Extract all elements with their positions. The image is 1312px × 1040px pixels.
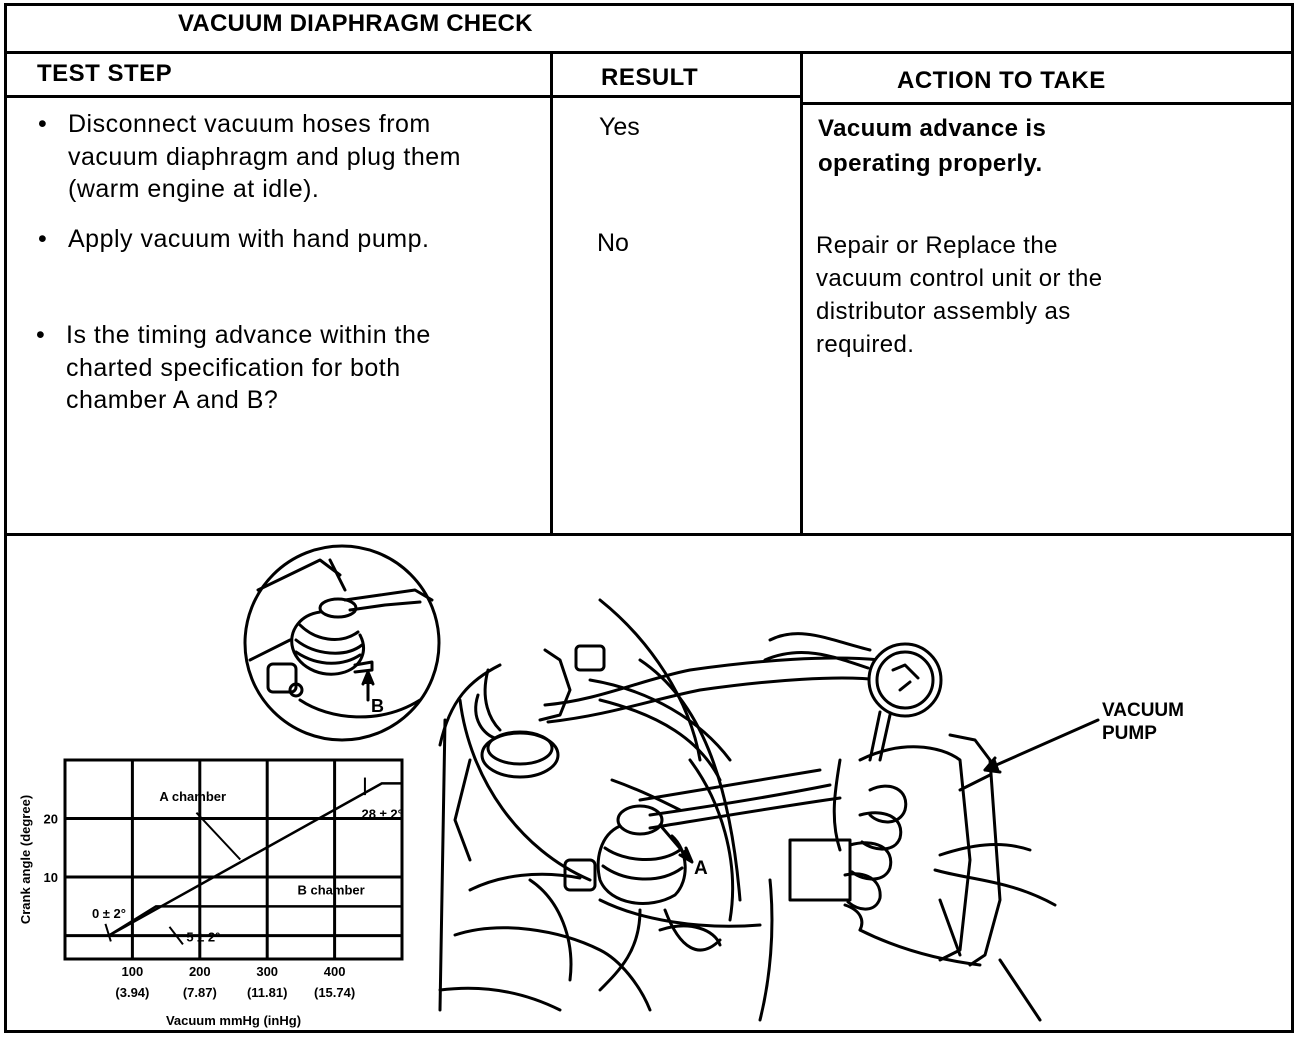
action-line: distributor assembly as	[816, 298, 1071, 325]
chart-series-line	[108, 782, 402, 937]
vacuum-gauge-icon	[867, 642, 943, 762]
chart-annotation: B chamber	[298, 883, 365, 898]
hand-drawing	[438, 872, 652, 1012]
step-line: (warm engine at idle).	[68, 175, 320, 203]
bullet-icon: •	[38, 110, 48, 138]
chart-annotation: A chamber	[159, 789, 226, 804]
header-divider-left	[4, 95, 802, 98]
action-yes: Vacuum advance is operating properly.	[818, 111, 1046, 181]
pump-callout-arrow	[983, 718, 1100, 774]
vacuum-diaphragm	[563, 804, 722, 992]
callout-vacuum-pump-line-2: PUMP	[1102, 723, 1157, 744]
chart-annotation: 0 ± 2°	[92, 906, 126, 921]
action-line: required.	[816, 331, 915, 358]
chart-annotation: 5 ± 2°	[186, 929, 220, 944]
action-line: Vacuum advance is	[818, 115, 1047, 142]
column-divider-1	[550, 51, 553, 535]
result-no: No	[597, 229, 629, 257]
step-line: charted specification for both	[66, 353, 401, 382]
table-bottom-divider	[4, 533, 1294, 536]
chart-leader-line	[195, 811, 241, 861]
action-line: Repair or Replace the	[816, 232, 1058, 259]
chart-y-tick-label: 10	[44, 870, 58, 885]
chart-x-axis-label: Vacuum mmHg (inHg)	[166, 1013, 301, 1028]
chart-x-tick-sublabel: (3.94)	[115, 985, 149, 1000]
action-line: operating properly.	[818, 150, 1043, 177]
step-line: Disconnect vacuum hoses from	[68, 110, 431, 138]
column-header-action: ACTION TO TAKE	[897, 67, 1106, 94]
callout-a: A	[694, 858, 708, 879]
chart-x-tick-sublabel: (7.87)	[183, 985, 217, 1000]
header-divider-right	[802, 102, 1294, 105]
column-header-result: RESULT	[601, 64, 699, 91]
chart-series-line	[108, 905, 402, 937]
bullet-icon: •	[36, 321, 46, 349]
column-divider-2	[800, 51, 803, 535]
chart-y-tick-label: 20	[44, 812, 58, 827]
chart-x-tick-label: 100	[122, 964, 144, 979]
bullet-icon: •	[38, 225, 48, 253]
chart-x-tick-label: 400	[324, 964, 346, 979]
action-no: Repair or Replace the vacuum control uni…	[816, 229, 1103, 361]
chart-leader-line	[104, 923, 112, 942]
chart-plot-frame	[63, 758, 404, 961]
step-line: Apply vacuum with hand pump.	[68, 225, 430, 253]
chart-x-tick-sublabel: (15.74)	[314, 985, 355, 1000]
test-step-2: • Apply vacuum with hand pump.	[38, 223, 430, 256]
chart-y-axis-label: Crank angle (degree)	[18, 795, 33, 924]
page-title: VACUUM DIAPHRAGM CHECK	[178, 10, 533, 37]
step-line: Is the timing advance within the	[66, 321, 431, 349]
vacuum-diaphragm-check-table	[4, 3, 1294, 1033]
test-step-3: • Is the timing advance within the chart…	[36, 319, 431, 417]
inset-detail-circle	[243, 544, 441, 742]
step-line: chamber A and B?	[66, 386, 279, 414]
engine-drawing	[438, 598, 882, 1012]
chart-x-tick-sublabel: (11.81)	[247, 985, 287, 1000]
step-line: vacuum diaphragm and plug them	[68, 142, 462, 171]
column-header-test-step: TEST STEP	[37, 60, 173, 87]
callout-vacuum-pump-line-1: VACUUM	[1102, 700, 1184, 721]
inset-callout-b: B	[371, 696, 384, 716]
title-divider	[4, 51, 1294, 54]
action-line: vacuum control unit or the	[816, 265, 1103, 292]
chart-leader-line	[168, 926, 184, 945]
chart-x-tick-label: 300	[256, 964, 278, 979]
chart-annotation: 28 ± 2°	[362, 807, 403, 822]
result-yes: Yes	[599, 113, 640, 141]
hand-pump-icon	[758, 733, 1057, 1022]
chart-x-tick-label: 200	[189, 964, 211, 979]
test-step-1: • Disconnect vacuum hoses from vacuum di…	[38, 108, 462, 206]
